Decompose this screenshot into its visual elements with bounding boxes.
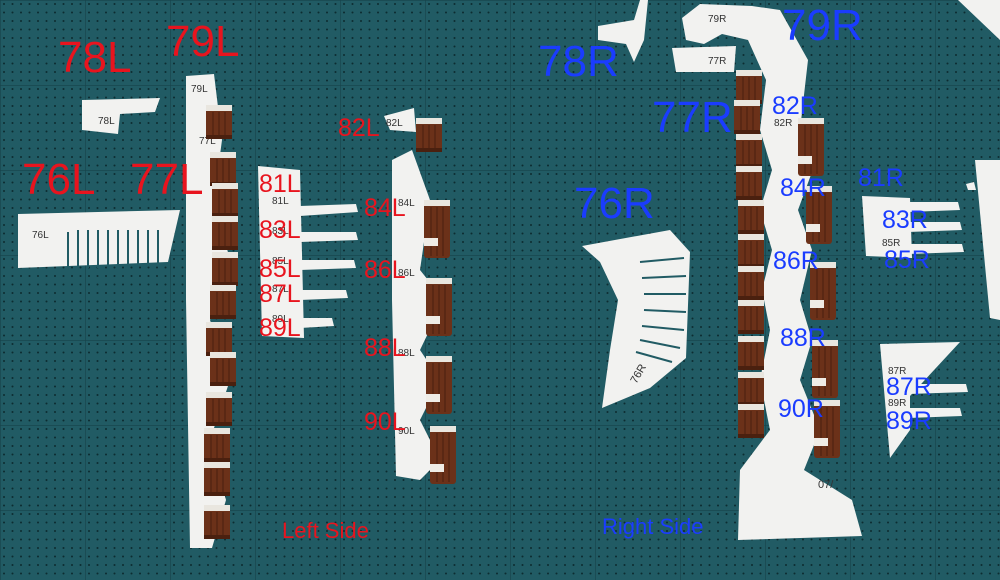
pins-87R-89R [908, 384, 968, 418]
label-87R: 87R [886, 373, 932, 401]
caption-right-side: Right Side [602, 514, 704, 539]
label-81R: 81R [858, 164, 904, 192]
printed-83L: 83L [272, 226, 289, 237]
label-85R: 85R [884, 246, 930, 274]
label-77R: 77R [652, 93, 733, 142]
pins-81L-89L [300, 204, 358, 328]
label-86L: 86L [364, 256, 406, 284]
planks-77R [733, 69, 765, 439]
printed-76L: 76L [32, 230, 49, 241]
comb-slots-76L [67, 230, 159, 268]
label-85L: 85L [259, 255, 301, 283]
label-88L: 88L [364, 334, 406, 362]
label-90L: 90L [364, 408, 406, 436]
label-79R: 79R [782, 1, 863, 50]
label-78L: 78L [58, 33, 132, 82]
label-78R: 78R [538, 37, 619, 86]
paper-scrap [966, 182, 976, 190]
printed-87R: 87R [888, 366, 906, 377]
printed-90L: 90L [398, 426, 415, 437]
printed-77R: 77R [708, 56, 726, 67]
label-82R: 82R [772, 92, 818, 120]
paper-corner-right [975, 160, 1000, 320]
label-89R: 89R [886, 407, 932, 435]
piece-81L-89L [258, 166, 304, 338]
printed-84L: 84L [398, 198, 415, 209]
label-84L: 84L [364, 194, 406, 222]
piece-81R-85R [862, 196, 912, 258]
pins-81R-85R [908, 202, 964, 254]
piece-79R-top [682, 4, 862, 540]
label-82L: 82L [338, 114, 380, 142]
printed-77L: 77L [199, 136, 216, 147]
printed-78L: 78L [98, 116, 115, 127]
label-81L: 81L [259, 170, 301, 198]
label-89L: 89L [259, 314, 301, 342]
printed-82R: 82R [774, 118, 792, 129]
fan-slots-76R [635, 257, 687, 363]
printed-82L: 82L [386, 118, 403, 129]
label-79L: 79L [166, 17, 240, 66]
printed-86L: 86L [398, 268, 415, 279]
printed-89R: 89R [888, 398, 906, 409]
piece-77L-strip [186, 74, 230, 548]
printed-85L: 85L [272, 256, 289, 267]
label-83L: 83L [259, 216, 301, 244]
printed-88L: 88L [398, 348, 415, 359]
printed-07: 07/ [818, 479, 834, 491]
label-76R: 76R [574, 179, 655, 228]
piece-82L [384, 108, 416, 132]
label-76L: 76L [22, 155, 96, 204]
label-86R: 86R [773, 247, 819, 275]
caption-left-side: Left Side [282, 518, 369, 543]
piece-76R [582, 230, 690, 408]
label-87L: 87L [259, 280, 301, 308]
piece-78L [82, 98, 160, 134]
label-84R: 84R [780, 174, 826, 202]
printed-89L: 89L [272, 314, 289, 325]
label-83R: 83R [882, 206, 928, 234]
piece-87R-89R [880, 342, 960, 458]
printed-85R: 85R [882, 238, 900, 249]
printed-79L: 79L [191, 84, 208, 95]
printed-81L: 81L [272, 196, 289, 207]
printed-79R: 79R [708, 14, 726, 25]
paper-corner-top-right [958, 0, 1000, 40]
label-90R: 90R [778, 395, 824, 423]
label-88R: 88R [780, 324, 826, 352]
piece-77R-top [672, 46, 736, 72]
piece-78R [598, 0, 648, 62]
label-77L: 77L [130, 155, 204, 204]
printed-87L: 87L [272, 284, 289, 295]
